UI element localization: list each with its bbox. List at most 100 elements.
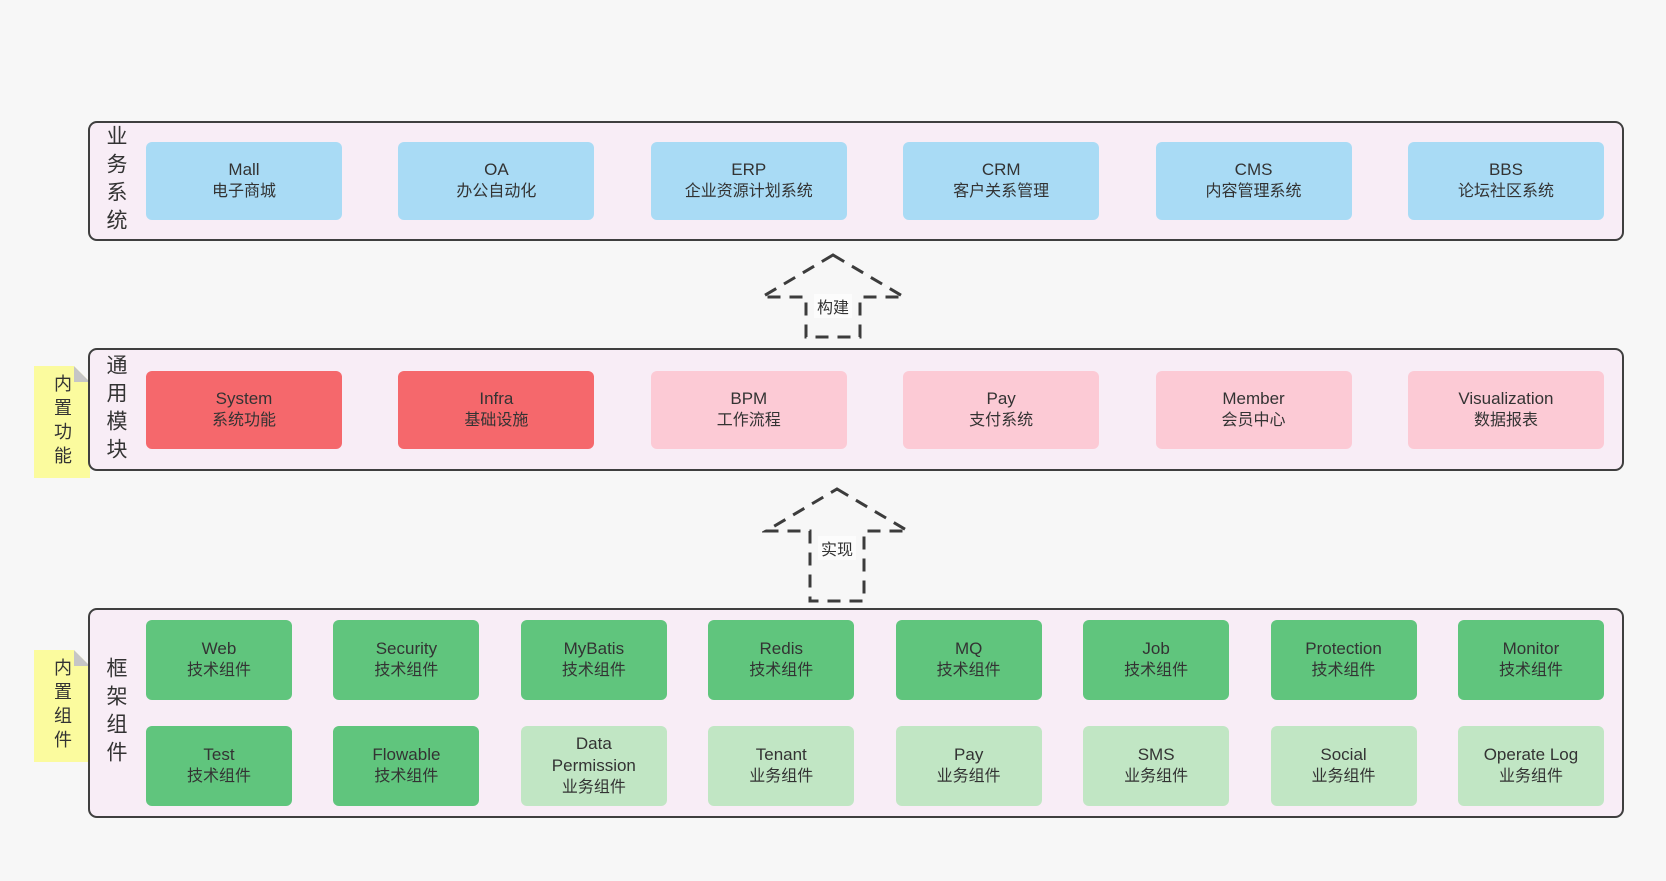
up-arrow-icon bbox=[758, 253, 908, 339]
box-subtitle: 业务组件 bbox=[1498, 768, 1563, 785]
box-name: Operate Log bbox=[1483, 745, 1579, 764]
layer-common-modules: 通用模块 System 系统功能 Infra 基础设施 BPM 工作流程 Pay bbox=[88, 348, 1624, 471]
layer-label-common-modules: 通用模块 bbox=[90, 350, 140, 469]
box-subtitle: 基础设施 bbox=[464, 411, 529, 429]
box-test: Test 技术组件 bbox=[146, 726, 292, 806]
box-member: Member 会员中心 bbox=[1155, 370, 1352, 449]
arrow-implement: 实现 bbox=[762, 486, 912, 604]
box-subtitle: 支付系统 bbox=[969, 411, 1034, 429]
box-name: Flowable bbox=[372, 745, 441, 764]
box-subtitle: 技术组件 bbox=[749, 662, 814, 679]
box-name: OA bbox=[484, 160, 509, 179]
box-cms: CMS 内容管理系统 bbox=[1155, 142, 1352, 220]
box-mybatis: MyBatis 技术组件 bbox=[520, 620, 667, 700]
box-operate-log: Operate Log 业务组件 bbox=[1457, 726, 1604, 806]
box-name: Tenant bbox=[755, 745, 807, 764]
layer-business-systems: 业务系统 Mall 电子商城 OA 办公自动化 ERP 企业资源计划系统 CRM bbox=[88, 121, 1624, 241]
box-name: ERP bbox=[731, 160, 767, 179]
up-arrow-icon bbox=[762, 487, 912, 603]
box-subtitle: 技术组件 bbox=[936, 662, 1001, 679]
box-name: Member bbox=[1222, 388, 1285, 408]
box-visualization: Visualization 数据报表 bbox=[1407, 370, 1604, 449]
box-subtitle: 办公自动化 bbox=[456, 183, 537, 200]
box-name: Test bbox=[203, 745, 235, 764]
box-bpm: BPM 工作流程 bbox=[650, 370, 847, 449]
box-subtitle: 业务组件 bbox=[1124, 768, 1189, 785]
box-name: Mall bbox=[228, 160, 260, 179]
box-subtitle: 业务组件 bbox=[561, 779, 626, 796]
box-name: Pay bbox=[986, 388, 1016, 408]
box-redis: Redis 技术组件 bbox=[708, 620, 855, 700]
box-bbs: BBS 论坛社区系统 bbox=[1407, 142, 1604, 220]
layer-label-text: 业务系统 bbox=[104, 125, 127, 237]
box-protection: Protection 技术组件 bbox=[1270, 620, 1417, 700]
layer-label-framework-components: 框架组件 bbox=[90, 610, 140, 816]
box-subtitle: 工作流程 bbox=[716, 411, 781, 429]
arrow-build-label: 构建 bbox=[813, 294, 853, 318]
box-name: System bbox=[215, 388, 273, 408]
box-subtitle: 技术组件 bbox=[374, 662, 439, 679]
sticky-note-builtin-features: 内置功能 bbox=[34, 366, 90, 478]
box-name: SMS bbox=[1137, 745, 1175, 764]
box-data-permission: Data Permission 业务组件 bbox=[520, 726, 667, 806]
sticky-note-builtin-components: 内置组件 bbox=[34, 650, 90, 762]
box-subtitle: 业务组件 bbox=[749, 768, 814, 785]
box-tenant: Tenant 业务组件 bbox=[708, 726, 855, 806]
layer-label-text: 框架组件 bbox=[104, 657, 127, 769]
box-subtitle: 论坛社区系统 bbox=[1457, 183, 1554, 200]
box-sms: SMS 业务组件 bbox=[1083, 726, 1230, 806]
box-subtitle: 技术组件 bbox=[374, 768, 439, 785]
box-subtitle: 技术组件 bbox=[1311, 662, 1376, 679]
box-pay: Pay 支付系统 bbox=[903, 370, 1100, 449]
box-name: BBS bbox=[1488, 160, 1523, 179]
box-name: CRM bbox=[981, 160, 1021, 179]
box-name: MQ bbox=[954, 639, 983, 658]
box-subtitle: 业务组件 bbox=[1311, 768, 1376, 785]
box-mall: Mall 电子商城 bbox=[146, 142, 342, 220]
box-name: Security bbox=[375, 639, 438, 658]
box-name: MyBatis bbox=[563, 639, 625, 658]
layer-label-text: 通用模块 bbox=[104, 353, 127, 466]
box-subtitle: 技术组件 bbox=[186, 768, 251, 785]
box-subtitle: 技术组件 bbox=[1124, 662, 1189, 679]
box-subtitle: 客户关系管理 bbox=[953, 183, 1050, 200]
box-web: Web 技术组件 bbox=[146, 620, 292, 700]
layer-label-business-systems: 业务系统 bbox=[90, 123, 140, 239]
box-name: Infra bbox=[479, 388, 514, 408]
box-name: Pay bbox=[954, 745, 984, 764]
box-subtitle: 技术组件 bbox=[561, 662, 626, 679]
sticky-note-text: 内置功能 bbox=[52, 374, 72, 470]
box-name: Data Permission bbox=[551, 734, 636, 775]
box-name: CMS bbox=[1234, 160, 1273, 179]
box-name: Monitor bbox=[1502, 639, 1560, 658]
box-subtitle: 电子商城 bbox=[211, 183, 276, 200]
box-subtitle: 系统功能 bbox=[211, 411, 276, 429]
box-infra: Infra 基础设施 bbox=[398, 370, 595, 449]
box-subtitle: 技术组件 bbox=[1498, 662, 1563, 679]
box-security: Security 技术组件 bbox=[333, 620, 480, 700]
box-name: Redis bbox=[759, 639, 803, 658]
layer-framework-components: 框架组件 Web 技术组件 Security 技术组件 MyBatis 技术组件… bbox=[88, 608, 1624, 818]
box-job: Job 技术组件 bbox=[1083, 620, 1230, 700]
arrow-implement-label: 实现 bbox=[817, 536, 857, 560]
box-flowable: Flowable 技术组件 bbox=[333, 726, 480, 806]
box-crm: CRM 客户关系管理 bbox=[903, 142, 1100, 220]
arrow-build: 构建 bbox=[758, 252, 908, 340]
box-system: System 系统功能 bbox=[146, 370, 342, 449]
sticky-note-text: 内置组件 bbox=[52, 658, 72, 754]
box-name: Visualization bbox=[1458, 388, 1554, 408]
box-subtitle: 数据报表 bbox=[1473, 411, 1538, 429]
box-oa: OA 办公自动化 bbox=[398, 142, 595, 220]
box-name: BPM bbox=[730, 388, 768, 408]
box-name: Protection bbox=[1305, 639, 1382, 658]
box-pay-component: Pay 业务组件 bbox=[895, 726, 1042, 806]
box-name: Web bbox=[201, 639, 237, 658]
box-name: Social bbox=[1320, 745, 1367, 764]
box-subtitle: 业务组件 bbox=[936, 768, 1001, 785]
box-erp: ERP 企业资源计划系统 bbox=[650, 142, 847, 220]
box-subtitle: 企业资源计划系统 bbox=[684, 183, 813, 200]
box-subtitle: 内容管理系统 bbox=[1205, 183, 1302, 200]
box-monitor: Monitor 技术组件 bbox=[1457, 620, 1604, 700]
box-name: Job bbox=[1142, 639, 1170, 658]
